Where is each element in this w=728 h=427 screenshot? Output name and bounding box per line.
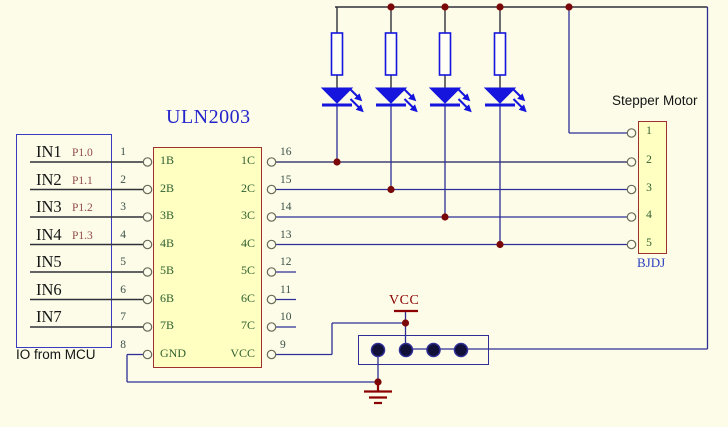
pin-number: 1 bbox=[120, 146, 126, 158]
pin-number: 16 bbox=[280, 146, 292, 158]
resistor-icon bbox=[384, 32, 398, 76]
mcu-io-box bbox=[16, 134, 112, 348]
stepper-connector-body bbox=[638, 121, 667, 254]
input-label: IN1 bbox=[36, 142, 62, 161]
input-label: IN3 bbox=[36, 197, 62, 216]
pin-name: GND bbox=[160, 345, 186, 360]
pin-name: 2B bbox=[160, 180, 175, 195]
pin-circles bbox=[142, 128, 637, 360]
led-icon bbox=[375, 87, 418, 113]
port-label: P1.2 bbox=[72, 202, 93, 214]
stepper-pin-number: 2 bbox=[646, 154, 652, 166]
pin-number: 11 bbox=[280, 283, 292, 296]
resistor-icon bbox=[330, 32, 344, 76]
input-label: IN7 bbox=[36, 307, 62, 326]
input-label: IN5 bbox=[36, 252, 62, 271]
pin-name: 6C bbox=[240, 290, 255, 305]
stepper-caption: Stepper Motor bbox=[612, 93, 698, 108]
io-box-caption: IO from MCU bbox=[16, 347, 96, 362]
pin-name: 1B bbox=[160, 153, 175, 167]
stepper-pin-number: 5 bbox=[646, 236, 652, 249]
pin-number: 3 bbox=[120, 201, 126, 213]
input-label: IN6 bbox=[36, 279, 62, 299]
pin-number: 7 bbox=[120, 311, 126, 323]
pin-name: 3C bbox=[240, 208, 255, 222]
pin-name: 2C bbox=[240, 180, 255, 195]
uln2003-ic-body bbox=[153, 147, 262, 368]
pin-number: 14 bbox=[280, 201, 292, 213]
vcc-label: VCC bbox=[389, 293, 420, 308]
stepper-pin-number: 3 bbox=[646, 181, 652, 194]
resistor-icons bbox=[330, 32, 507, 76]
pin-name: 4C bbox=[240, 235, 255, 250]
input-label: IN4 bbox=[36, 224, 62, 244]
pin-number: 9 bbox=[280, 338, 286, 351]
led-icon bbox=[429, 87, 472, 113]
top-rail-and-input-wires bbox=[30, 6, 708, 328]
pin-name: 7B bbox=[160, 318, 175, 332]
pin-number: 5 bbox=[120, 256, 126, 268]
resistor-icon bbox=[438, 32, 452, 76]
pin-number: 6 bbox=[120, 283, 126, 296]
pin-number: 13 bbox=[280, 228, 292, 241]
port-label: P1.0 bbox=[72, 147, 93, 159]
pin-name: 1C bbox=[240, 153, 255, 167]
pin-name: 6B bbox=[160, 290, 175, 305]
pin-number: 10 bbox=[280, 311, 292, 323]
led-icons bbox=[321, 87, 527, 113]
junction-dots bbox=[333, 3, 573, 386]
jumper-block-body bbox=[358, 335, 489, 365]
pin-number: 4 bbox=[120, 228, 126, 241]
port-label: P1.3 bbox=[72, 229, 93, 242]
pin-number: 2 bbox=[120, 173, 126, 186]
pin-number: 15 bbox=[280, 173, 292, 186]
ground-icon bbox=[364, 382, 392, 405]
pin-number: 12 bbox=[280, 256, 292, 268]
pin-name: 4B bbox=[160, 235, 175, 250]
input-label: IN2 bbox=[36, 169, 62, 189]
jumper-pin-icons bbox=[370, 342, 469, 358]
led-icon bbox=[321, 87, 364, 113]
pin-name: 3B bbox=[160, 208, 175, 222]
stepper-designator: BJDJ bbox=[637, 255, 666, 270]
led-icon bbox=[484, 87, 527, 113]
resistor-icon bbox=[493, 32, 507, 76]
stepper-pin-number: 1 bbox=[646, 125, 652, 137]
pin-number: 8 bbox=[120, 338, 126, 351]
pin-name: VCC bbox=[230, 345, 255, 360]
pin-name: 5B bbox=[160, 263, 175, 277]
ic-title: ULN2003 bbox=[166, 106, 251, 128]
pin-name: 7C bbox=[240, 318, 255, 332]
port-label: P1.1 bbox=[72, 174, 93, 187]
stepper-pin-number: 4 bbox=[646, 209, 652, 221]
pin-name: 5C bbox=[240, 263, 255, 277]
